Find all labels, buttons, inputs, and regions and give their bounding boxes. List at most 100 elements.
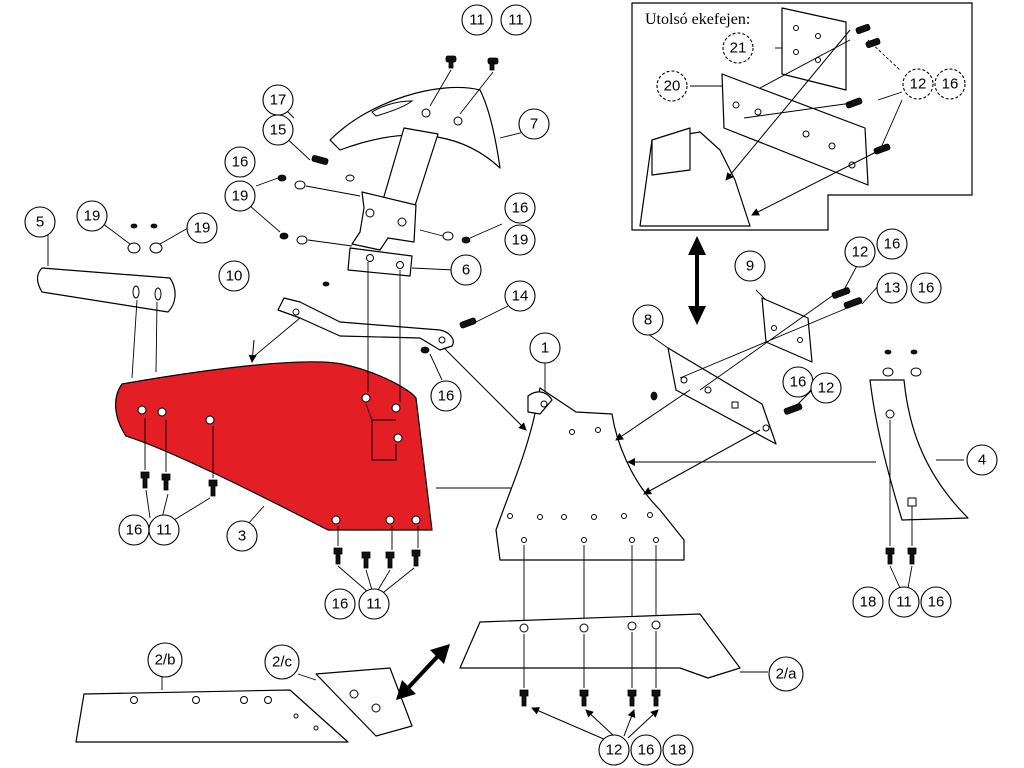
fasteners-15-19 [277, 155, 471, 245]
part-2c-point [315, 667, 413, 737]
callout-label: 19 [232, 188, 249, 205]
double-arrow-diagonal [396, 644, 450, 700]
callout-circle [656, 70, 688, 102]
callout-label: 11 [896, 594, 912, 611]
part-4-landside [869, 379, 969, 521]
callout-c20: 20 [656, 70, 688, 102]
callout-circle [934, 68, 966, 100]
callout-label: 5 [36, 214, 44, 231]
callout-c11e: 11 [888, 586, 920, 618]
callout-c12d: 12 [902, 68, 934, 100]
callout-c15: 15 [262, 114, 294, 146]
callout-circle [262, 114, 294, 146]
callout-label: 16 [332, 596, 349, 613]
callout-c5: 5 [24, 206, 56, 238]
callout-c2c: 2/c [264, 644, 300, 680]
callout-label: 17 [270, 92, 287, 109]
part-6-bracket [351, 191, 417, 251]
callout-label: 19 [194, 220, 211, 237]
bolts-under-part-4 [885, 547, 917, 565]
callout-label: 16 [638, 742, 655, 759]
callout-c4: 4 [966, 444, 998, 476]
callout-label: 16 [918, 280, 935, 297]
frog-holes [507, 427, 659, 543]
callout-label: 11 [469, 12, 485, 29]
callout-label: 16 [790, 374, 807, 391]
callout-circle [910, 272, 942, 304]
callout-c1: 1 [529, 332, 561, 364]
callout-label: 8 [644, 312, 652, 329]
part-3-moldboard [115, 361, 433, 531]
callout-circle [224, 146, 256, 178]
double-arrow-vertical [688, 236, 706, 325]
bolts-11-top [445, 55, 499, 71]
callout-circle [920, 586, 952, 618]
callout-circle [264, 644, 300, 680]
callout-circle [662, 734, 694, 766]
callout-label: 11 [366, 596, 382, 613]
callout-circle [768, 656, 804, 692]
callout-c9: 9 [734, 250, 766, 282]
callout-circle [810, 372, 842, 404]
callout-c16c: 16 [430, 380, 462, 412]
callout-label: 12 [606, 742, 623, 759]
part-5-support [36, 267, 176, 313]
callout-circle [224, 180, 256, 212]
callout-label: 19 [84, 208, 101, 225]
callout-circle [876, 272, 908, 304]
part-1-frog [495, 387, 685, 561]
callout-c18b: 18 [662, 734, 694, 766]
callout-label: 11 [508, 12, 524, 29]
callout-c16b: 16 [504, 192, 536, 224]
callout-c16i: 16 [920, 586, 952, 618]
callout-c19a: 19 [224, 180, 256, 212]
callout-circle [598, 734, 630, 766]
callout-circle [430, 380, 462, 412]
callout-c11c: 11 [148, 514, 180, 546]
callout-c16h: 16 [782, 366, 814, 398]
callout-c19c: 19 [76, 200, 108, 232]
callout-c3: 3 [226, 520, 258, 552]
callout-label: 6 [462, 262, 470, 279]
callout-circle [518, 108, 550, 140]
callout-circle [966, 444, 998, 476]
callout-circle [902, 68, 934, 100]
callout-c16e: 16 [324, 588, 356, 620]
callout-circle [876, 228, 908, 260]
callout-c16k: 16 [934, 68, 966, 100]
callout-circle [504, 192, 536, 224]
inset-frog-sketch [651, 127, 691, 176]
callout-circle [226, 520, 258, 552]
callout-label: 2/b [155, 652, 176, 669]
callout-label: 19 [512, 232, 529, 249]
callout-c11d: 11 [358, 588, 390, 620]
bolts-under-moldboard [140, 471, 421, 569]
callout-circle [76, 200, 108, 232]
part-9-plate [761, 297, 813, 363]
callout-c12c: 12 [598, 734, 630, 766]
callout-c13: 13 [876, 272, 908, 304]
callout-circle [852, 586, 884, 618]
callout-label: 12 [852, 244, 869, 261]
callout-label: 2/a [776, 666, 798, 683]
moldboard-holes [137, 393, 421, 525]
callout-label: 16 [884, 236, 901, 253]
callout-circle [529, 332, 561, 364]
callout-c11b: 11 [500, 4, 532, 36]
callout-c16f: 16 [876, 228, 908, 260]
callout-c12a: 12 [844, 236, 876, 268]
callout-c2a: 2/a [768, 656, 804, 692]
callout-circle [147, 642, 183, 678]
callout-c11a: 11 [461, 4, 493, 36]
callout-circle [630, 734, 662, 766]
callout-c12b: 12 [810, 372, 842, 404]
part-10-rod [277, 297, 454, 351]
callout-label: 12 [818, 380, 835, 397]
inset-title: Utolsó ekefejen: [645, 11, 750, 28]
callout-label: 16 [438, 388, 455, 405]
callout-label: 2/c [272, 654, 293, 671]
callout-c19b: 19 [504, 224, 536, 256]
callout-c16g: 16 [910, 272, 942, 304]
callout-label: 16 [126, 522, 143, 539]
